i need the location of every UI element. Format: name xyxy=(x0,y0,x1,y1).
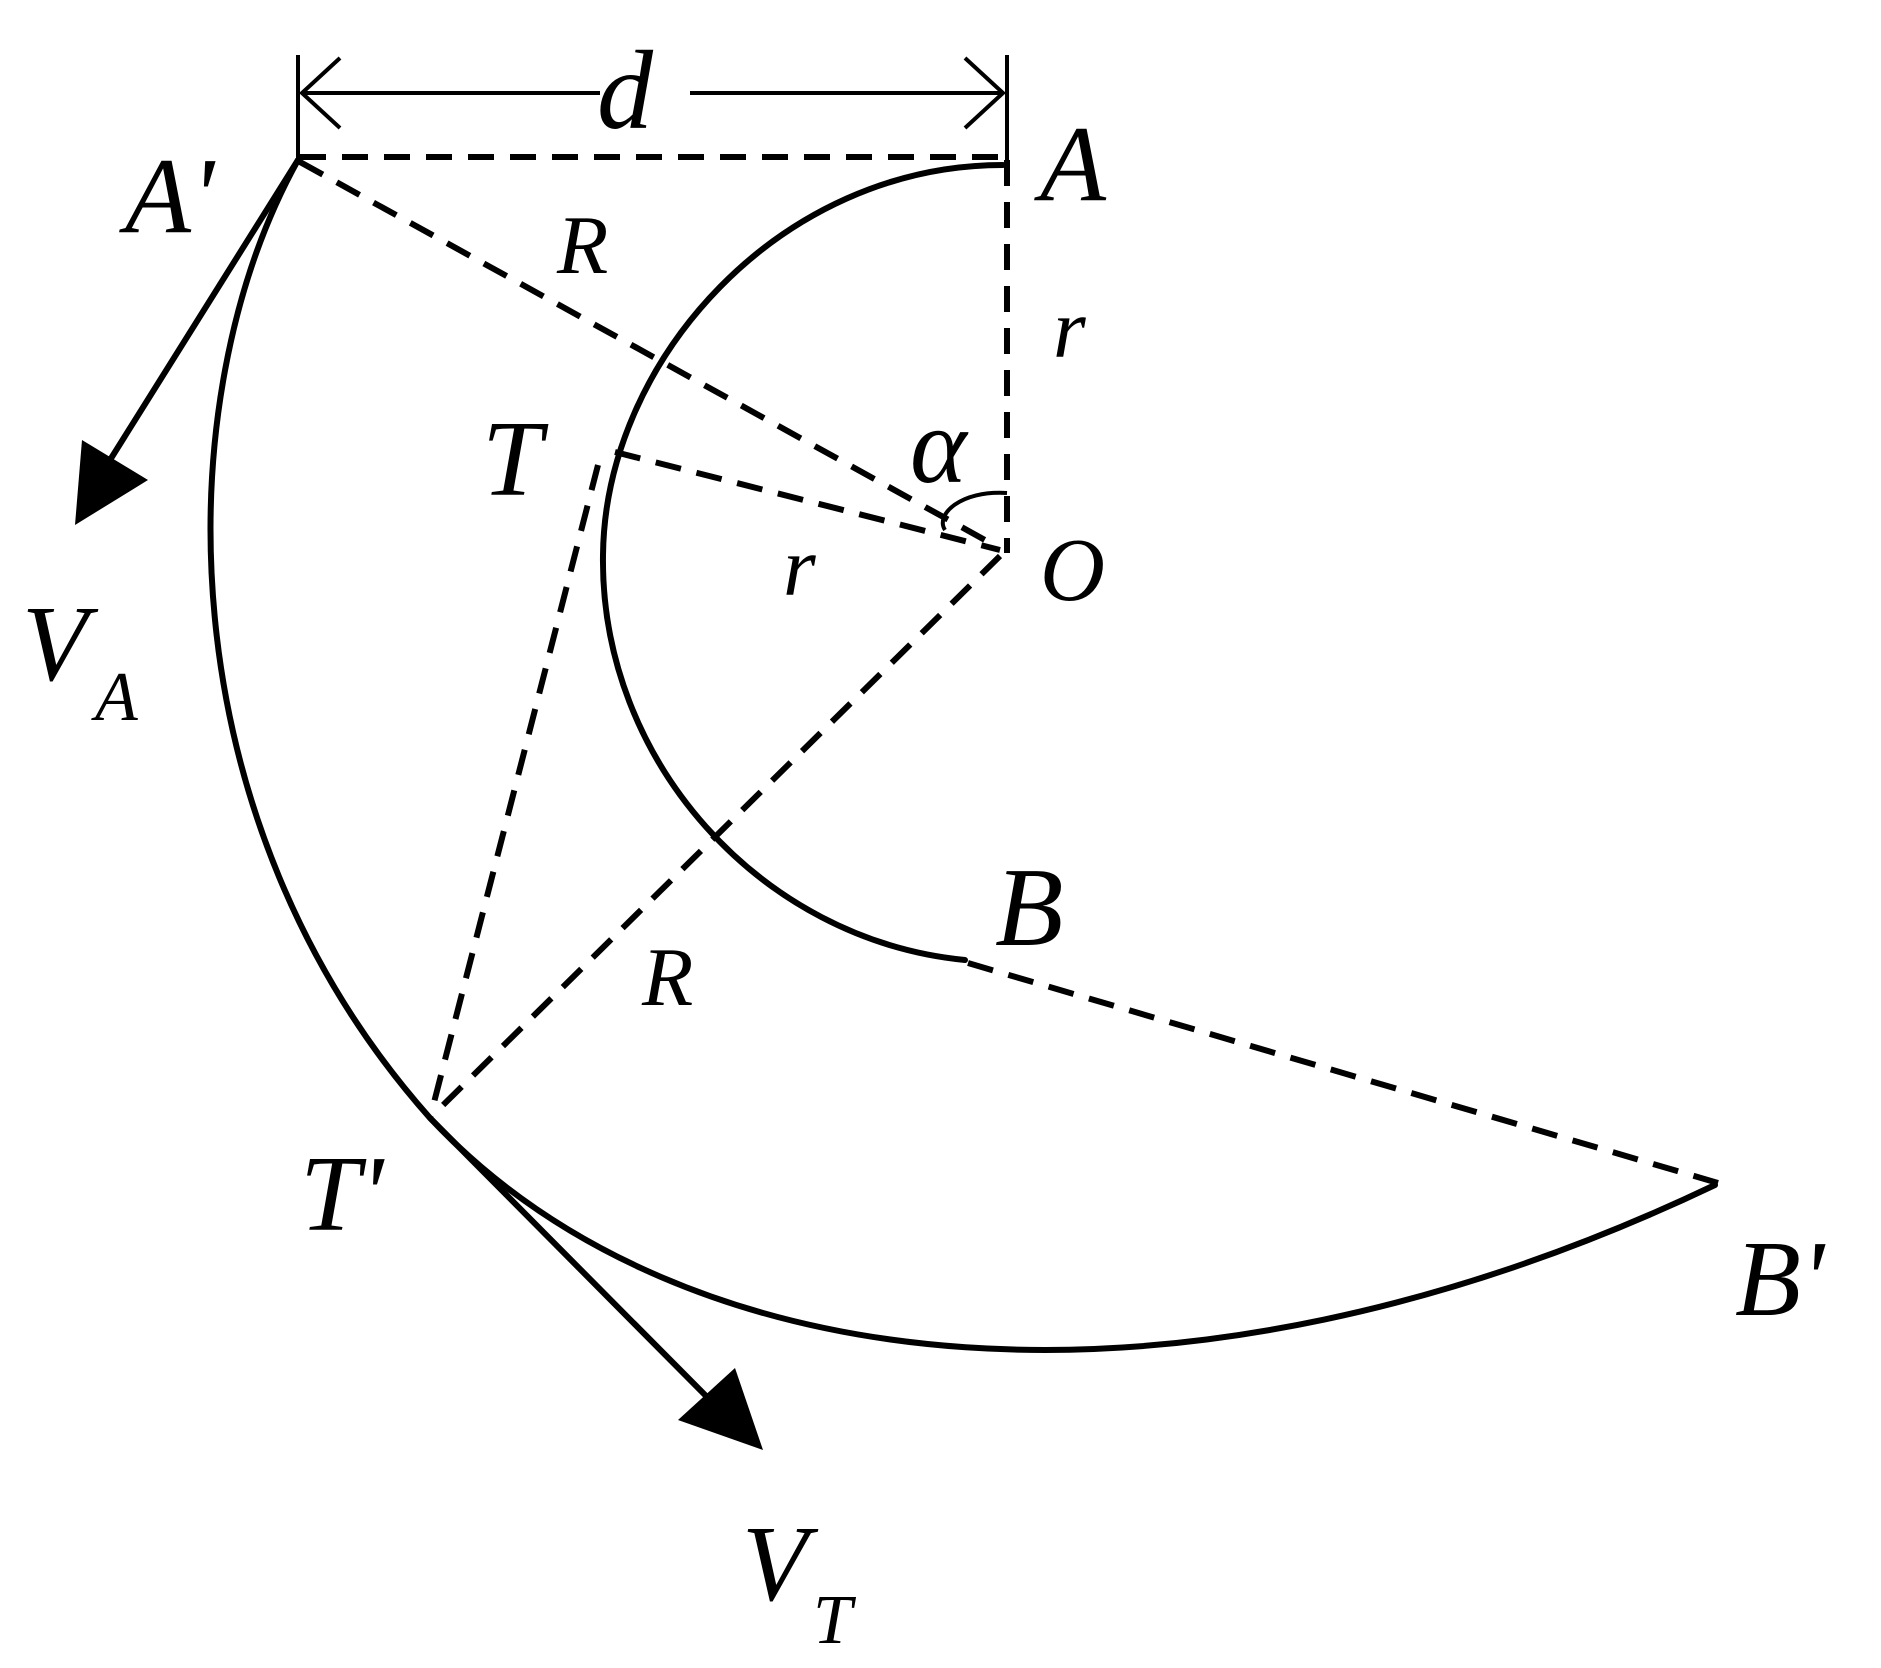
dimension-d xyxy=(296,55,1009,160)
construction-lines xyxy=(298,154,1719,1186)
label-r-mid: r xyxy=(783,521,816,614)
label-T-prime: T' xyxy=(300,1135,385,1254)
angle-alpha-arc xyxy=(940,490,1008,532)
dashed-line-B-to-B-prime xyxy=(967,960,1719,1186)
label-V-T: V xyxy=(742,1505,819,1624)
dimension-arrowhead-right xyxy=(963,56,1006,130)
label-d: d xyxy=(597,29,654,153)
velocity-VA-arrowhead xyxy=(75,440,148,525)
velocity-VT-shaft xyxy=(427,1115,718,1408)
label-O: O xyxy=(1040,521,1105,620)
label-R-bottom: R xyxy=(641,931,693,1024)
label-A-prime: A' xyxy=(119,137,216,256)
dashed-line-A-prime-to-O xyxy=(298,159,987,543)
dashed-line-T-to-O xyxy=(614,449,1001,553)
label-B-prime: B' xyxy=(1735,1220,1826,1339)
label-R-top: R xyxy=(556,199,608,292)
outer-arc-A-prime-to-B-prime xyxy=(207,157,1718,1353)
label-r-right: r xyxy=(1053,283,1086,376)
label-V-A-subscript: A xyxy=(91,659,138,736)
label-T: T xyxy=(482,400,549,519)
dimension-arrowhead-left xyxy=(299,56,342,130)
label-B: B xyxy=(995,846,1063,970)
velocity-vector-VT xyxy=(427,1115,763,1450)
label-V-T-subscript: T xyxy=(813,1582,857,1659)
inner-arc-A-to-B xyxy=(599,162,1006,963)
label-V-A: V xyxy=(22,585,99,704)
label-A: A xyxy=(1034,105,1107,224)
velocity-VT-arrowhead xyxy=(678,1368,763,1450)
velocity-vector-VA xyxy=(75,157,301,525)
dashed-line-T-to-T-prime xyxy=(427,464,601,1119)
label-alpha: α xyxy=(910,387,969,506)
velocity-VA-shaft xyxy=(102,157,301,471)
